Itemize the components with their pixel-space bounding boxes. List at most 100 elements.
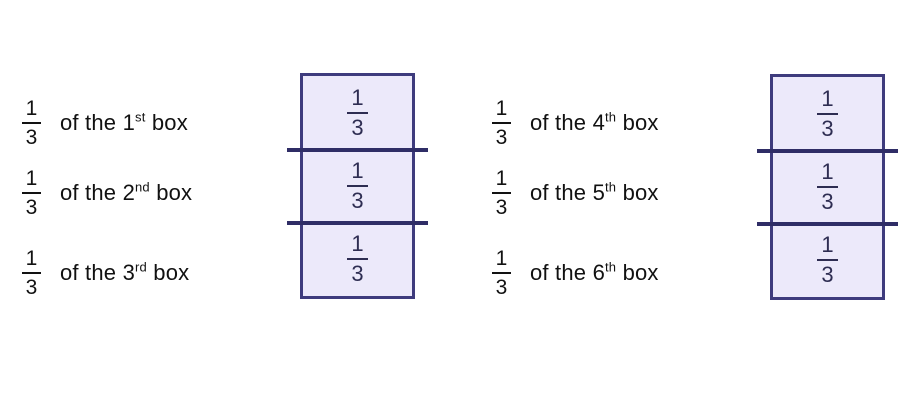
ordinal-number: 2 <box>122 180 135 205</box>
row-label: of the 2nd box <box>60 180 192 206</box>
fraction-one-third: 1 3 <box>347 233 368 285</box>
fraction-denominator: 3 <box>821 188 834 214</box>
fraction-one-third: 1 3 <box>22 98 41 148</box>
box-segment: 1 3 <box>303 223 412 296</box>
fraction-denominator: 3 <box>351 114 364 140</box>
fraction-one-third: 1 3 <box>492 248 511 298</box>
fraction-bar <box>492 192 511 194</box>
label-row-6th: 1 3 of the 6th box <box>492 248 659 298</box>
fraction-denominator: 3 <box>821 115 834 141</box>
fraction-numerator: 1 <box>495 167 508 190</box>
fraction-one-third: 1 3 <box>817 234 838 286</box>
fraction-denominator: 3 <box>495 276 508 299</box>
fraction-bar <box>492 122 511 124</box>
ordinal-number: 3 <box>122 260 135 285</box>
fraction-denominator: 3 <box>495 126 508 149</box>
label-row-1st: 1 3 of the 1st box <box>22 98 188 148</box>
label-prefix: of the <box>530 110 587 135</box>
fraction-denominator: 3 <box>25 276 38 299</box>
fraction-denominator: 3 <box>821 262 834 288</box>
divider-tick <box>287 148 428 152</box>
ordinal-suffix: st <box>135 109 146 125</box>
fraction-numerator: 1 <box>351 157 364 183</box>
fraction-one-third: 1 3 <box>347 157 368 213</box>
ordinal-number: 5 <box>592 180 605 205</box>
divider-tick <box>757 149 898 153</box>
label-prefix: of the <box>60 110 117 135</box>
fraction-one-third: 1 3 <box>22 168 41 218</box>
label-noun: box <box>622 260 659 285</box>
box-segment: 1 3 <box>303 149 412 222</box>
ordinal: 5th <box>593 180 617 205</box>
row-label: of the 5th box <box>530 180 659 206</box>
fraction-numerator: 1 <box>25 97 38 120</box>
ordinal-suffix: th <box>605 109 617 125</box>
fraction-denominator: 3 <box>495 196 508 219</box>
fraction-bar <box>347 258 368 261</box>
ordinal: 4th <box>593 110 617 135</box>
fraction-bar <box>22 272 41 274</box>
label-noun: box <box>622 110 659 135</box>
fraction-numerator: 1 <box>821 232 834 258</box>
label-row-4th: 1 3 of the 4th box <box>492 98 659 148</box>
fraction-bar <box>817 112 838 115</box>
ordinal-suffix: th <box>605 179 617 195</box>
fraction-bar <box>347 184 368 187</box>
fraction-numerator: 1 <box>821 85 834 111</box>
box-segment: 1 3 <box>773 224 882 297</box>
label-noun: box <box>151 110 188 135</box>
fraction-one-third: 1 3 <box>492 98 511 148</box>
ordinal-suffix: th <box>605 259 617 275</box>
fraction-numerator: 1 <box>25 247 38 270</box>
fraction-bar <box>817 185 838 188</box>
fraction-numerator: 1 <box>25 167 38 190</box>
fraction-denominator: 3 <box>25 196 38 219</box>
label-noun: box <box>153 260 190 285</box>
label-prefix: of the <box>530 260 587 285</box>
ordinal: 3rd <box>123 260 147 285</box>
fraction-numerator: 1 <box>821 158 834 184</box>
row-label: of the 3rd box <box>60 260 189 286</box>
fraction-bar <box>492 272 511 274</box>
fraction-denominator: 3 <box>25 126 38 149</box>
ordinal-number: 1 <box>122 110 135 135</box>
ordinal: 1st <box>123 110 146 135</box>
partitioned-box-right: 1 3 1 3 1 3 <box>770 74 885 300</box>
fraction-denominator: 3 <box>351 261 364 287</box>
fraction-one-third: 1 3 <box>347 86 368 140</box>
label-prefix: of the <box>530 180 587 205</box>
ordinal-number: 4 <box>592 110 605 135</box>
ordinal-suffix: rd <box>135 259 147 275</box>
ordinal: 2nd <box>123 180 150 205</box>
fraction-one-third: 1 3 <box>817 85 838 141</box>
fraction-one-third: 1 3 <box>817 158 838 214</box>
row-label: of the 1st box <box>60 110 188 136</box>
fraction-bar <box>22 122 41 124</box>
fraction-one-third: 1 3 <box>492 168 511 218</box>
fraction-one-third: 1 3 <box>22 248 41 298</box>
fraction-numerator: 1 <box>495 247 508 270</box>
fraction-bar <box>22 192 41 194</box>
label-row-5th: 1 3 of the 5th box <box>492 168 659 218</box>
fraction-bar <box>347 111 368 114</box>
ordinal: 6th <box>593 260 617 285</box>
box-segment: 1 3 <box>303 76 412 149</box>
label-prefix: of the <box>60 260 117 285</box>
box-segment: 1 3 <box>773 77 882 150</box>
divider-tick <box>287 221 428 225</box>
label-noun: box <box>622 180 659 205</box>
fraction-bar <box>817 259 838 262</box>
fraction-denominator: 3 <box>351 187 364 213</box>
box-segment: 1 3 <box>773 150 882 223</box>
label-prefix: of the <box>60 180 117 205</box>
divider-tick <box>757 222 898 226</box>
ordinal-suffix: nd <box>135 179 150 195</box>
fraction-numerator: 1 <box>495 97 508 120</box>
partitioned-box-left: 1 3 1 3 1 3 <box>300 73 415 299</box>
label-noun: box <box>156 180 193 205</box>
fraction-numerator: 1 <box>351 231 364 257</box>
row-label: of the 4th box <box>530 110 659 136</box>
label-row-3rd: 1 3 of the 3rd box <box>22 248 189 298</box>
label-row-2nd: 1 3 of the 2nd box <box>22 168 192 218</box>
